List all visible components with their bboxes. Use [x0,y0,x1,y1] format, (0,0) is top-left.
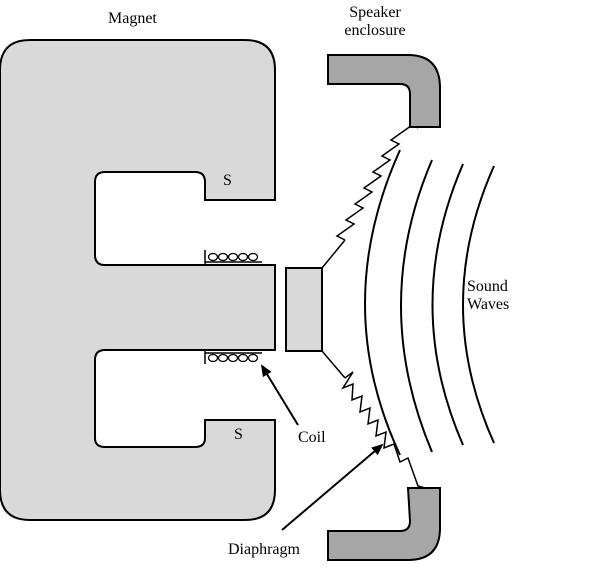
cone-block [285,267,323,352]
coil-top [204,250,262,265]
speaker-enclosure-label-line1: Speaker [349,4,401,21]
diaphragm-arrow [281,443,384,531]
sound-waves-label: Sound Waves [467,278,509,314]
speaker-enclosure-label: Speaker enclosure [330,4,420,40]
sound-wave-2 [400,159,433,453]
pole-label-bottom: S [234,426,243,443]
coil-bottom [204,350,262,364]
magnet-label: Magnet [108,10,157,27]
sound-waves [364,149,495,456]
diaphragm-upper-line [321,239,346,269]
speaker-enclosure-top [327,54,441,128]
sound-wave-3 [431,163,464,446]
pole-label-top: S [223,172,232,189]
suspension-bottom [341,371,426,489]
coil-arrow [260,364,299,426]
magnet-body [0,39,276,521]
sound-waves-label-line1: Sound [467,278,508,295]
speaker-enclosure-bottom [327,487,441,561]
sound-wave-1 [364,149,401,456]
coil-label: Coil [298,429,326,446]
diaphragm-label: Diaphragm [228,541,300,558]
diaphragm-lower-line [321,350,346,379]
speaker-enclosure-label-line2: enclosure [344,22,406,39]
sound-waves-label-line2: Waves [467,296,510,313]
suspension-top [335,123,419,241]
sound-wave-4 [462,165,495,444]
